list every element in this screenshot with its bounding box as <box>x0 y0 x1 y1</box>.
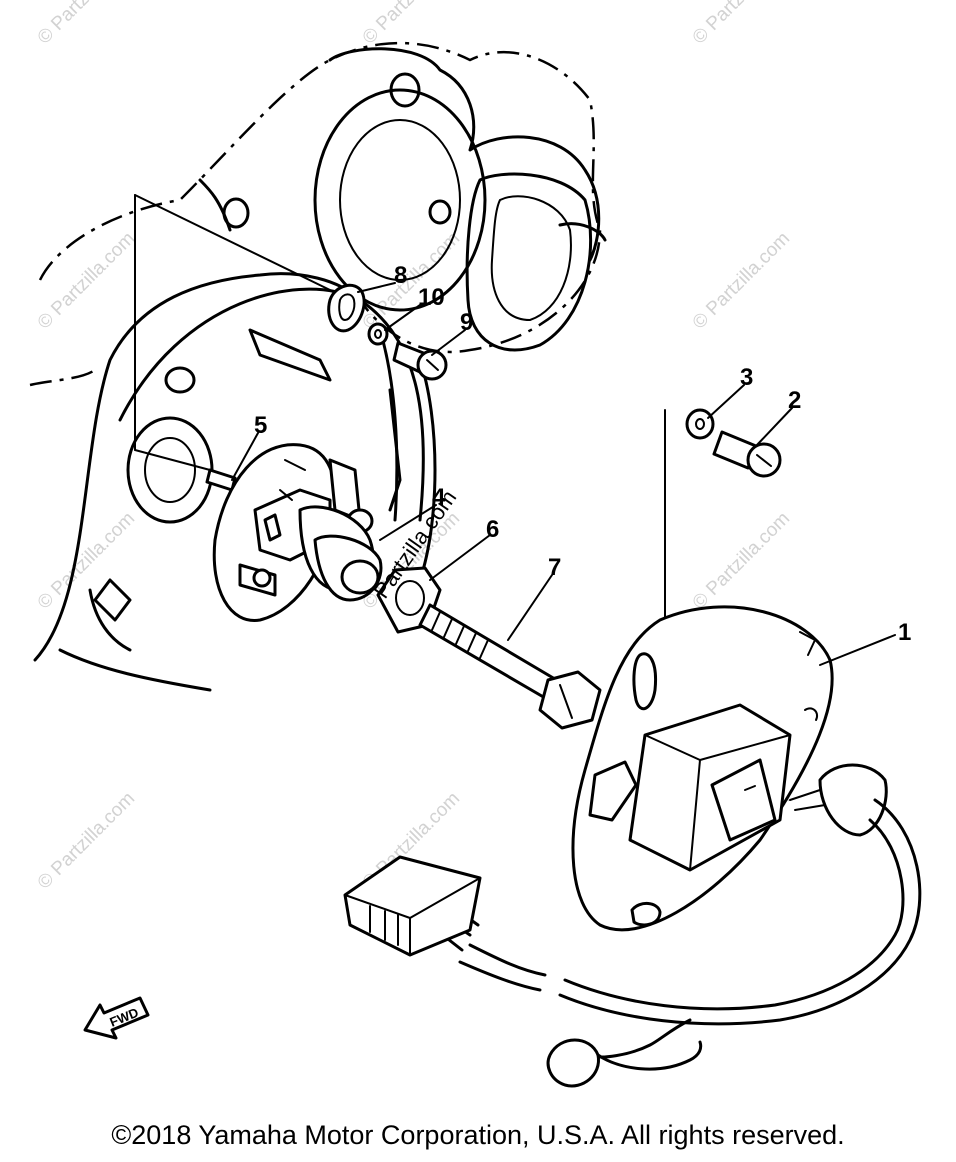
callout-leaders <box>231 282 896 666</box>
callout-5: 5 <box>254 412 267 439</box>
callout-numbers: 1 2 3 4 5 6 7 8 9 10 <box>254 262 911 646</box>
fwd-arrow: FWD <box>83 996 150 1040</box>
watermark: © Partzilla.com <box>689 0 794 49</box>
watermark: © Partzilla.com <box>34 228 139 333</box>
watermark: © Partzilla.com <box>689 228 794 333</box>
callout-8: 8 <box>394 262 407 289</box>
watermark: © Partzilla.com <box>34 0 139 49</box>
crankcase-cover <box>38 41 607 354</box>
watermark: © Partzilla.com <box>34 788 139 893</box>
copyright-notice: ©2018 Yamaha Motor Corporation, U.S.A. A… <box>111 1120 845 1150</box>
watermark: © Partzilla.com <box>689 508 794 613</box>
callout-7: 7 <box>548 554 561 581</box>
callout-10: 10 <box>418 284 445 311</box>
part-2-screw <box>712 430 782 478</box>
part-9-screw <box>392 341 448 381</box>
part-10-washer <box>367 322 389 346</box>
callout-4: 4 <box>432 484 446 511</box>
part-1-stator <box>571 605 888 932</box>
callout-3: 3 <box>740 364 753 391</box>
timing-plate-assembly <box>212 443 383 622</box>
wire-harness <box>343 798 922 1088</box>
part-3-washer <box>685 408 715 440</box>
callout-2: 2 <box>788 387 801 414</box>
callout-9: 9 <box>460 309 473 336</box>
watermark: © Partzilla.com <box>359 0 464 49</box>
watermark: © Partzilla.com <box>34 508 139 613</box>
callout-1: 1 <box>898 619 911 646</box>
part-7-bolt <box>418 603 602 730</box>
part-8-bracket <box>327 283 366 333</box>
callout-6: 6 <box>486 516 499 543</box>
